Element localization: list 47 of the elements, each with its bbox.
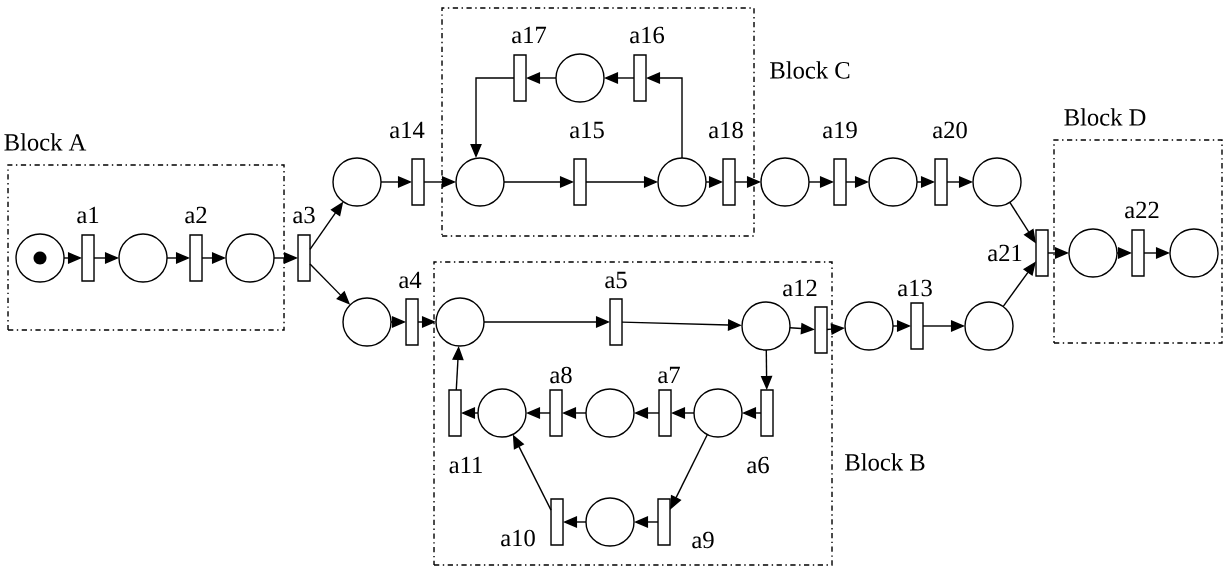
place-circle: [15, 233, 65, 283]
transition-label: a15: [570, 121, 604, 139]
block-label: Block A: [4, 133, 87, 151]
place-circle: [342, 297, 392, 347]
place-circle: [225, 233, 275, 283]
place-circle: [964, 301, 1014, 351]
place-circle: [332, 157, 382, 207]
place-circle: [477, 388, 527, 438]
transition-label: a22: [1125, 201, 1159, 219]
transition-label: a18: [709, 121, 743, 139]
place-circle: [693, 388, 743, 438]
transition-label: a3: [293, 206, 315, 224]
transition-label: a8: [550, 366, 572, 384]
place-circle: [585, 388, 635, 438]
transition-label: a11: [449, 456, 482, 474]
transition-label: a17: [512, 26, 547, 44]
block-label: Block C: [770, 61, 850, 79]
transition-label: a16: [630, 26, 665, 44]
place-circle: [972, 157, 1022, 207]
place-circle: [760, 157, 810, 207]
transition-label: a1: [77, 206, 99, 224]
place-circle: [1169, 228, 1219, 278]
block-label: Block B: [845, 453, 925, 471]
transition-label: a9: [692, 531, 714, 549]
transition-label: a20: [933, 121, 967, 139]
place-circle: [1068, 228, 1118, 278]
transition-label: a10: [501, 529, 535, 547]
transition-label: a21: [988, 244, 1022, 262]
transition-label: a4: [399, 271, 422, 289]
transition-label: a14: [390, 121, 425, 139]
transition-label: a7: [658, 366, 680, 384]
place-circle: [741, 301, 791, 351]
place-circle: [868, 157, 918, 207]
place-circle: [585, 497, 635, 547]
place-circle: [455, 157, 505, 207]
place-circle: [435, 297, 485, 347]
place-circle: [844, 301, 894, 351]
place-circle: [118, 233, 168, 283]
transition-label: a12: [783, 279, 817, 297]
transition-label: a2: [185, 206, 207, 224]
place-circle: [555, 53, 605, 103]
transition-label: a5: [605, 271, 627, 289]
transition-label: a19: [823, 121, 857, 139]
transition-label: a13: [898, 279, 932, 297]
block-label: Block D: [1064, 108, 1146, 126]
transition-label: a6: [747, 456, 769, 474]
place-circle: [657, 157, 707, 207]
